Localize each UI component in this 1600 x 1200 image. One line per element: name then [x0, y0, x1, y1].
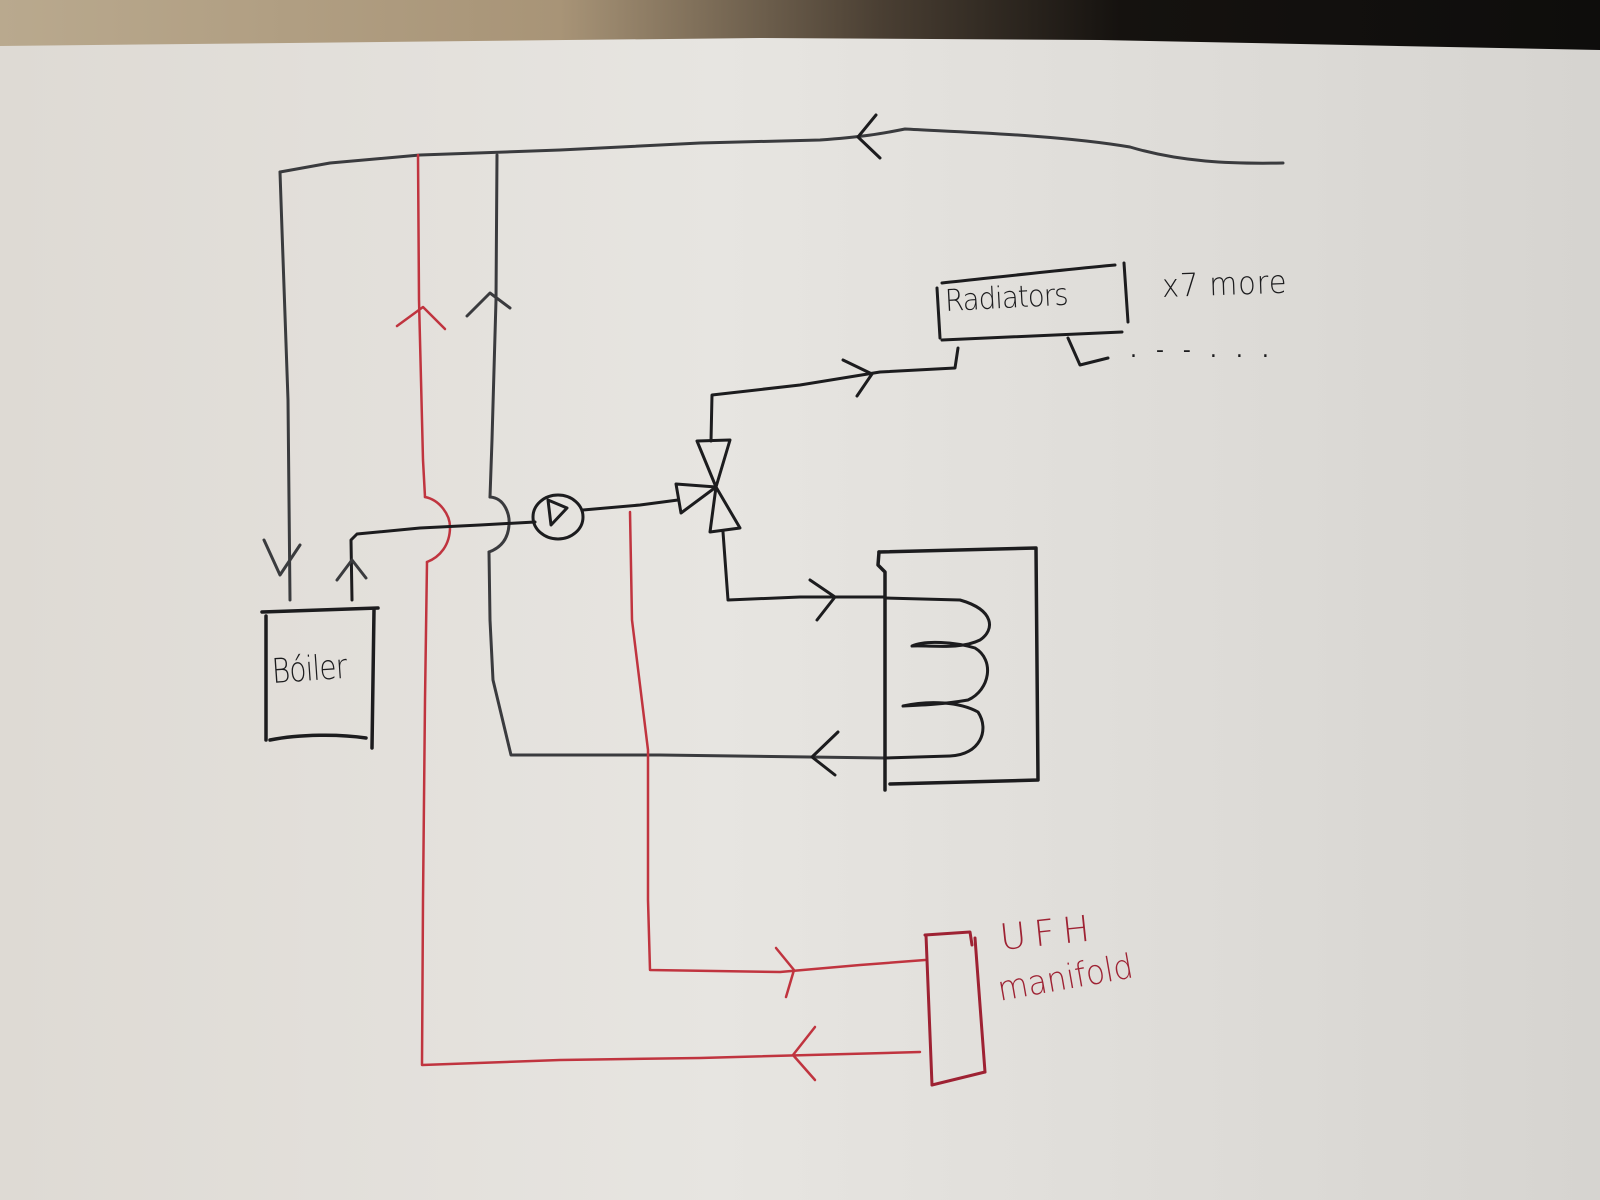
top-return-pipe: [278, 127, 1285, 174]
cylinder-return-arrow-icon: [810, 730, 840, 777]
paper-surface: [0, 38, 1600, 1200]
boiler: [260, 606, 380, 750]
cylinder-flow-arrow-icon: [808, 578, 837, 622]
cylinder-return-riser: [488, 153, 499, 499]
boiler-flow-arrow-icon: [335, 558, 368, 582]
boiler-label: Bóiler: [270, 646, 348, 692]
cylinder-return-lower: [487, 550, 887, 760]
valve-to-radiators-pipe: [709, 346, 960, 443]
ufh-return-riser: [416, 153, 427, 499]
boiler-return-arrow-icon: [262, 538, 302, 577]
pump-icon: [531, 493, 585, 541]
cylinder-coil: [883, 596, 991, 760]
hot-water-cylinder: [876, 546, 1040, 792]
boiler-return-pipe: [278, 170, 292, 602]
ufh-return-lower: [420, 560, 922, 1067]
radiators-count-label: x7 more: [1161, 262, 1289, 305]
boiler-flow-pipe: [349, 520, 537, 602]
red-riser-arrow-icon: [395, 305, 447, 331]
three-way-valve-icon: [674, 438, 742, 534]
ufh-flow-arrow-icon: [774, 946, 796, 999]
radiators-continuation-dots: . - - . . .: [1130, 338, 1275, 363]
ufh-manifold-box: [923, 930, 987, 1087]
radiators-label: Radiators: [944, 277, 1069, 319]
radiators-box: [935, 261, 1130, 367]
riser-arrow-icon: [465, 291, 512, 318]
radiator-flow-arrow-icon: [841, 358, 874, 398]
ufh-flow-pipe: [628, 510, 927, 974]
top-return-arrow-icon: [856, 113, 882, 160]
valve-to-cylinder-pipe: [721, 530, 887, 602]
pump-to-valve-pipe: [581, 498, 680, 512]
riser-crossover-hump: [487, 495, 511, 554]
ufh-return-arrow-icon: [791, 1025, 817, 1082]
